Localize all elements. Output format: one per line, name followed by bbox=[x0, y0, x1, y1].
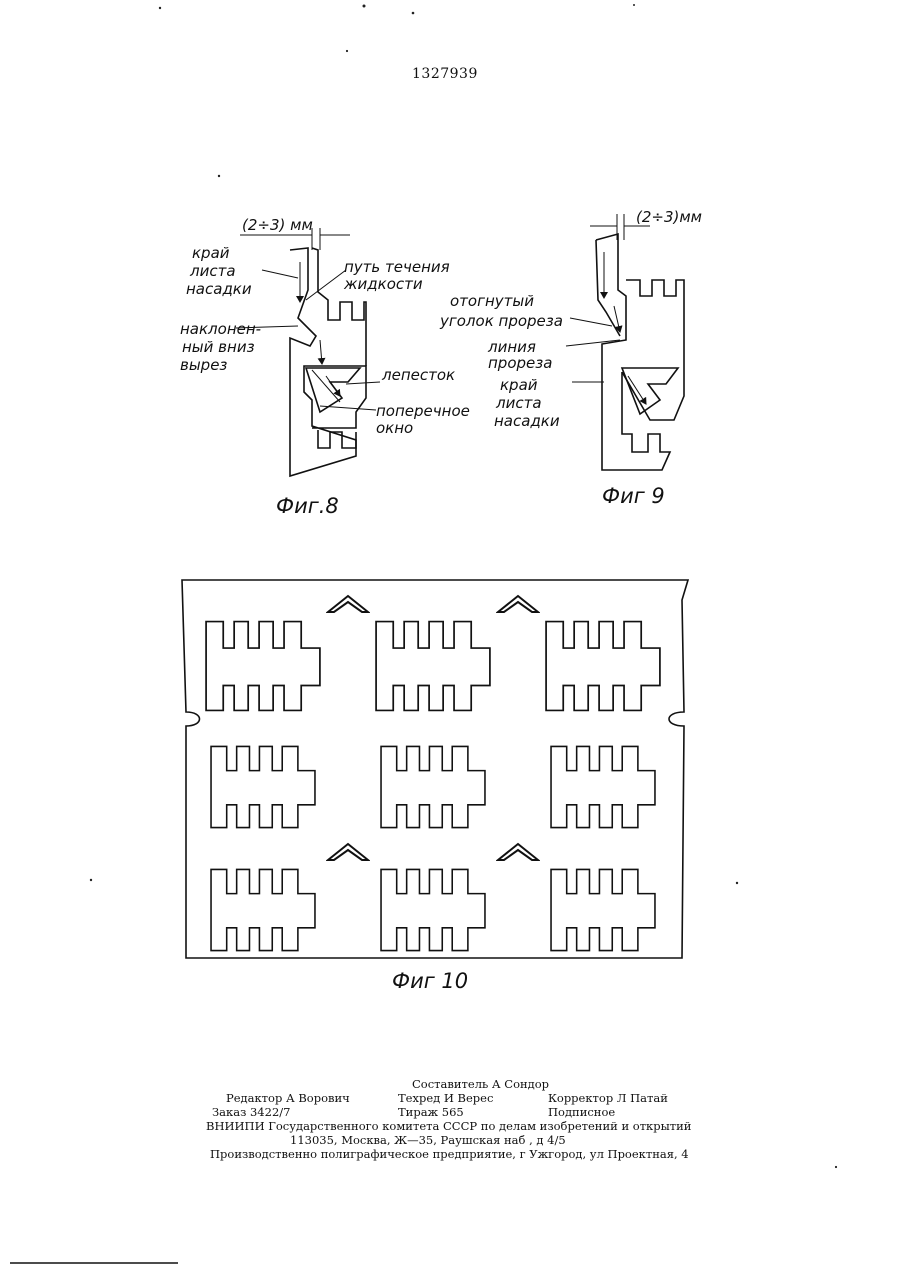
figure-10: Фиг 10 bbox=[182, 580, 688, 993]
fig9-label-edge-1: край bbox=[500, 376, 538, 394]
fig8-caption: Фиг.8 bbox=[276, 494, 339, 518]
footer-techred: Техред И Верес bbox=[398, 1091, 493, 1105]
fig10-slot bbox=[381, 746, 485, 827]
fig10-chevron bbox=[498, 844, 538, 860]
fig10-chevron bbox=[328, 844, 368, 860]
fig10-slot bbox=[551, 746, 655, 827]
fig10-slot bbox=[211, 746, 315, 827]
footer-editor: Редактор А Ворович bbox=[226, 1091, 350, 1105]
fig8-label-cut-2: ный вниз bbox=[182, 338, 255, 356]
footer-compiler: Составитель А Сондор bbox=[412, 1077, 549, 1091]
fig9-label-corner-1: отогнутый bbox=[450, 292, 534, 310]
footer-printer: Производственно полиграфическое предприя… bbox=[210, 1147, 689, 1161]
fig8-petal bbox=[306, 368, 360, 412]
fig8-label-cut-3: вырез bbox=[180, 356, 227, 374]
fig9-sheet-outline bbox=[596, 234, 670, 470]
fig8-label-flow-2: жидкости bbox=[343, 275, 423, 293]
footer-print-run: Тираж 565 bbox=[398, 1105, 464, 1119]
fig8-flow-arrow-3 bbox=[326, 376, 340, 396]
fig8-label-petal: лепесток bbox=[381, 366, 455, 384]
fig9-label-edge-2: листа bbox=[495, 394, 542, 412]
fig9-dimension: (2÷3)мм bbox=[636, 208, 702, 226]
fig8-label-cut-1: наклонен- bbox=[180, 320, 261, 338]
fig10-chevron bbox=[498, 596, 538, 612]
footer-org: ВНИИПИ Государственного комитета СССР по… bbox=[206, 1119, 691, 1133]
fig8-label-edge-1: край bbox=[192, 244, 230, 262]
fig9-right-edge bbox=[622, 280, 684, 420]
fig10-slot bbox=[376, 622, 490, 711]
figure-8: (2÷3) мм край листа насадки путь течения… bbox=[180, 216, 470, 518]
fig10-slot bbox=[381, 869, 485, 950]
patent-number: 1327939 bbox=[412, 66, 478, 82]
fig10-caption: Фиг 10 bbox=[392, 969, 468, 993]
fig8-label-edge-3: насадки bbox=[186, 280, 252, 298]
footer-corrector: Корректор Л Патай bbox=[548, 1091, 668, 1105]
fig10-slot bbox=[551, 869, 655, 950]
fig9-bent-corner bbox=[596, 240, 620, 336]
fig8-dimension: (2÷3) мм bbox=[242, 216, 313, 234]
footer-address: 113035, Москва, Ж—35, Раушская наб , д 4… bbox=[290, 1133, 566, 1147]
fig10-chevron bbox=[328, 596, 368, 612]
scan-specks bbox=[10, 4, 837, 1263]
fig8-label-flow-1: путь течения bbox=[344, 258, 450, 276]
figure-9: (2÷3)мм отогнутый уголок прореза линия п… bbox=[439, 208, 702, 508]
fig9-label-corner-2: уголок прореза bbox=[439, 312, 563, 330]
fig10-slot bbox=[211, 869, 315, 950]
footer-order: Заказ 3422/7 bbox=[212, 1105, 290, 1119]
fig8-label-edge-2: листа bbox=[189, 262, 236, 280]
fig8-flow-arrow-2 bbox=[320, 340, 322, 364]
fig8-label-window-1: поперечное bbox=[376, 402, 470, 420]
footer-subscription: Подписное bbox=[548, 1105, 615, 1119]
fig10-slot bbox=[206, 622, 320, 711]
fig8-label-window-2: окно bbox=[376, 419, 413, 437]
fig9-caption: Фиг 9 bbox=[602, 484, 665, 508]
fig10-slot bbox=[546, 622, 660, 711]
fig9-label-edge-3: насадки bbox=[494, 412, 560, 430]
fig9-label-slot-2: прореза bbox=[488, 354, 552, 372]
fig8-petal-crease bbox=[312, 370, 340, 402]
fig9-petal bbox=[622, 368, 678, 414]
